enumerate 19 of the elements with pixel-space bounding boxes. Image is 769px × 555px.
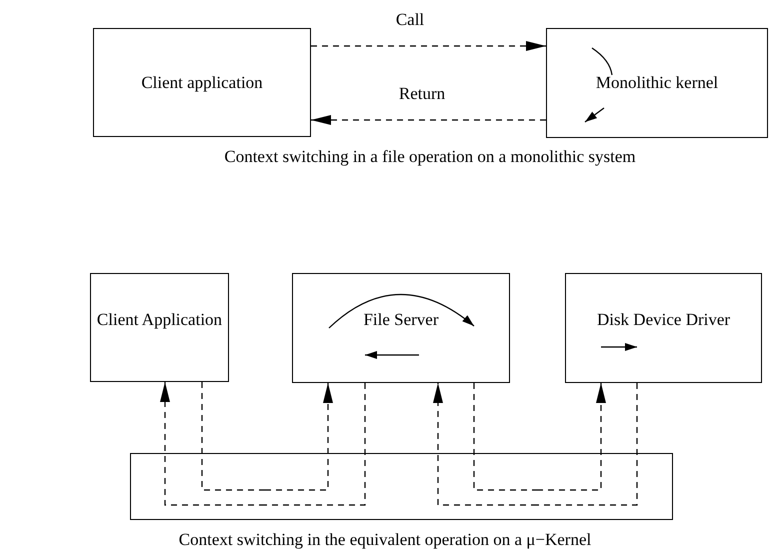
box-label: Disk Device Driver [596,310,730,330]
box-label: Monolithic kernel [596,73,718,93]
caption-text: Context switching in a file operation on a monolithic system [224,147,636,167]
empty-box [130,453,673,520]
dashed-arrow [311,115,546,125]
process-box [292,273,510,383]
dashed-arrow [433,383,537,506]
dashed-arrow [311,41,546,51]
dashed-arrow [265,383,333,491]
process-box [546,28,768,138]
dashed-arrow [537,383,606,491]
process-box [93,28,311,137]
caption-text: Context switching in the equivalent operation on a μ−Kernel [178,530,592,550]
box-label: File Server [363,310,439,330]
process-box [565,273,762,383]
box-label: Client Application [96,310,222,330]
dashed-arrow [160,382,265,506]
box-label: Client application [141,72,263,92]
process-box [90,273,229,382]
